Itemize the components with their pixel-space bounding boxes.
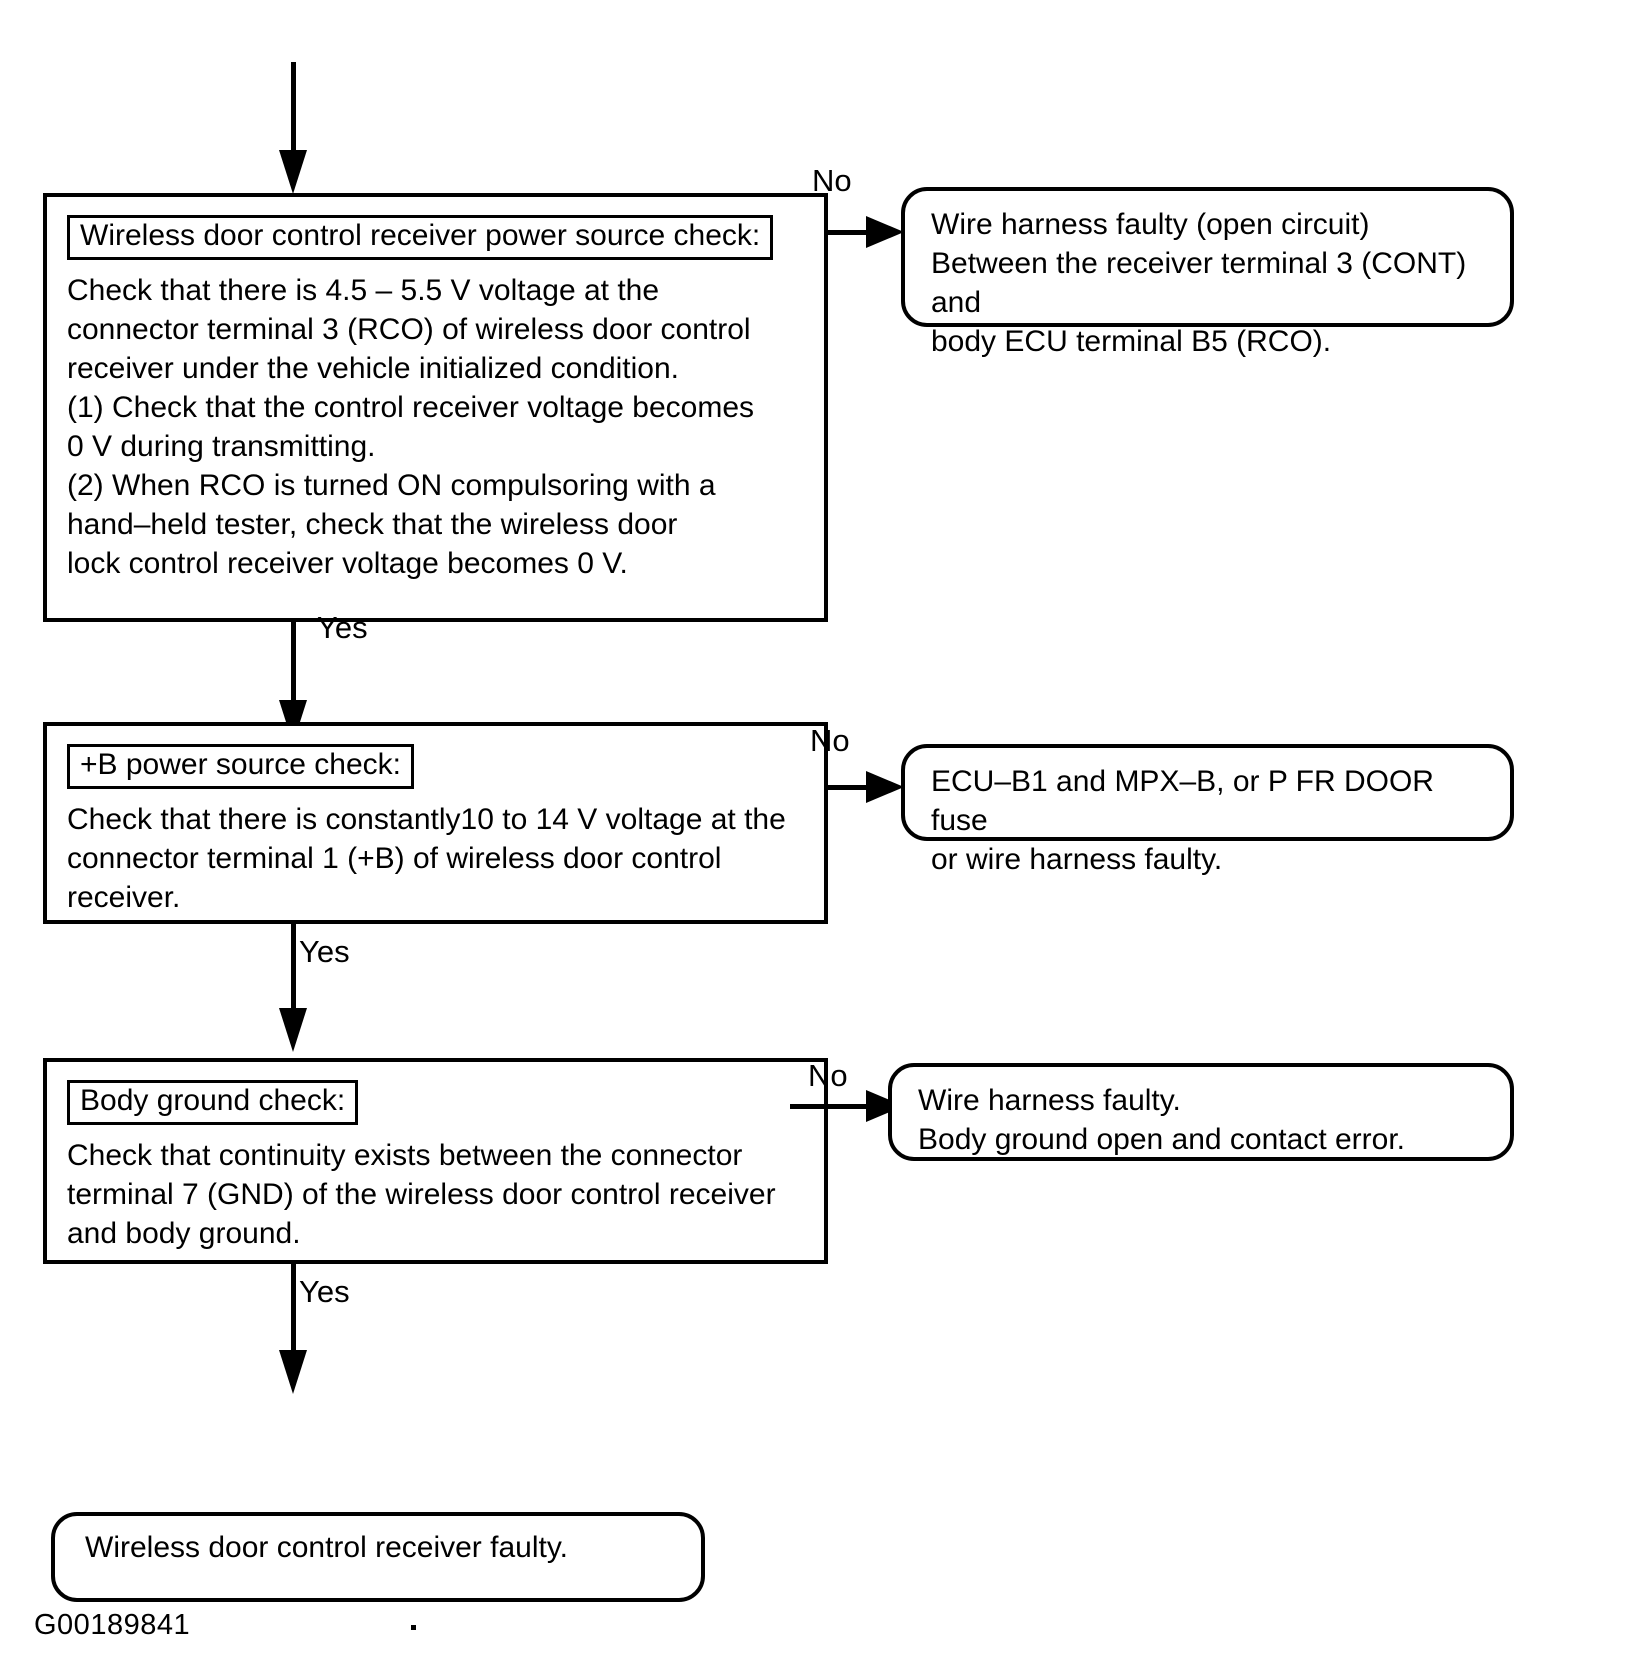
check-box-power-source-body: Check that there is 4.5 – 5.5 V voltage …	[67, 274, 754, 580]
check-box-power-source-inner: Wireless door control receiver power sou…	[47, 197, 824, 593]
result-box-fuse-or-wire-harness[interactable]: ECU–B1 and MPX–B, or P FR DOOR fuse or w…	[901, 744, 1514, 876]
connector-no-2-arrowhead	[866, 771, 904, 803]
connector-no-1-line	[826, 230, 879, 235]
check-box-b-power-source-caption: +B power source check:	[67, 744, 414, 789]
check-box-body-ground-body: Check that continuity exists between the…	[67, 1139, 776, 1250]
connector-no-2-line	[826, 785, 879, 790]
result-box-body-ground-open-body: Wire harness faulty. Body ground open an…	[918, 1084, 1406, 1156]
figure-id-label: G00189841	[34, 1609, 191, 1641]
connector-no-3-line	[790, 1104, 879, 1109]
edge-label-no-1: No	[812, 163, 852, 198]
connector-yes-2-line	[291, 924, 296, 1021]
result-box-fuse-or-wire-harness-body: ECU–B1 and MPX–B, or P FR DOOR fuse or w…	[931, 765, 1434, 876]
result-box-fuse-or-wire-harness-inner: ECU–B1 and MPX–B, or P FR DOOR fuse or w…	[905, 748, 1510, 891]
check-box-body-ground-inner: Body ground check: Check that continuity…	[47, 1062, 824, 1263]
connector-entry-arrowhead	[279, 150, 307, 194]
check-box-power-source-caption: Wireless door control receiver power sou…	[67, 215, 774, 260]
result-box-wire-harness-open-circuit-inner: Wire harness faulty (open circuit) Betwe…	[905, 191, 1510, 373]
result-box-body-ground-open[interactable]: Wire harness faulty. Body ground open an…	[888, 1063, 1514, 1161]
connector-yes-3-arrowhead	[279, 1350, 307, 1394]
edge-label-yes-2: Yes	[299, 934, 350, 969]
result-box-wire-harness-open-circuit[interactable]: Wire harness faulty (open circuit) Betwe…	[901, 187, 1514, 358]
scan-artifact-dot	[411, 1625, 416, 1630]
connector-entry-line	[291, 62, 296, 168]
edge-label-no-3: No	[808, 1058, 848, 1093]
connector-yes-3-line	[291, 1264, 296, 1376]
check-box-body-ground-caption: Body ground check:	[67, 1080, 359, 1125]
check-box-b-power-source-inner: +B power source check: Check that there …	[47, 726, 824, 927]
connector-yes-2-arrowhead	[279, 1008, 307, 1052]
result-box-wire-harness-open-circuit-body: Wire harness faulty (open circuit) Betwe…	[931, 208, 1467, 358]
terminal-box-receiver-faulty-inner: Wireless door control receiver faulty.	[55, 1516, 701, 1579]
check-box-power-source[interactable]: Wireless door control receiver power sou…	[43, 193, 828, 622]
edge-label-no-2: No	[810, 723, 850, 758]
check-box-b-power-source-body: Check that there is constantly10 to 14 V…	[67, 803, 786, 914]
edge-label-yes-1: Yes	[317, 610, 368, 645]
check-box-b-power-source[interactable]: +B power source check: Check that there …	[43, 722, 828, 924]
terminal-box-receiver-faulty[interactable]: Wireless door control receiver faulty.	[51, 1512, 705, 1602]
terminal-box-receiver-faulty-body: Wireless door control receiver faulty.	[85, 1531, 568, 1564]
result-box-body-ground-open-inner: Wire harness faulty. Body ground open an…	[892, 1067, 1510, 1171]
connector-yes-1-line	[291, 622, 296, 717]
connector-no-1-arrowhead	[866, 216, 904, 248]
edge-label-yes-3: Yes	[299, 1274, 350, 1309]
check-box-body-ground[interactable]: Body ground check: Check that continuity…	[43, 1058, 828, 1264]
